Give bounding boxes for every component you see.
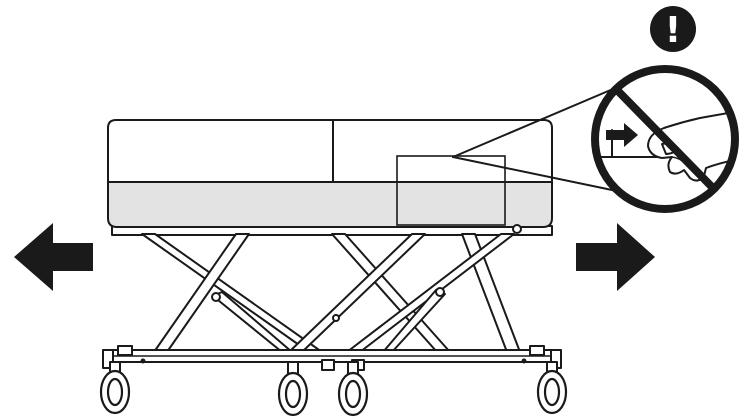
caster-wheel-center-right (337, 361, 369, 417)
arrow-left-icon (14, 223, 93, 291)
mattress (107, 119, 553, 183)
arrow-right-small-icon (606, 123, 638, 147)
scissor-lift (111, 225, 553, 353)
warning-symbol: ! (665, 10, 681, 51)
bed-base-frame (102, 345, 562, 371)
prohibition-circle-icon (591, 65, 739, 213)
grip-area-highlight (396, 155, 506, 226)
arrow-right-icon (576, 223, 655, 291)
mattress-base (107, 181, 553, 234)
zoom-connector (452, 85, 621, 191)
caster-wheel-right (536, 361, 568, 415)
caster-wheel-left (99, 361, 131, 415)
exclamation-circle-icon: ! (650, 6, 696, 52)
caster-wheel-center-left (277, 361, 309, 417)
